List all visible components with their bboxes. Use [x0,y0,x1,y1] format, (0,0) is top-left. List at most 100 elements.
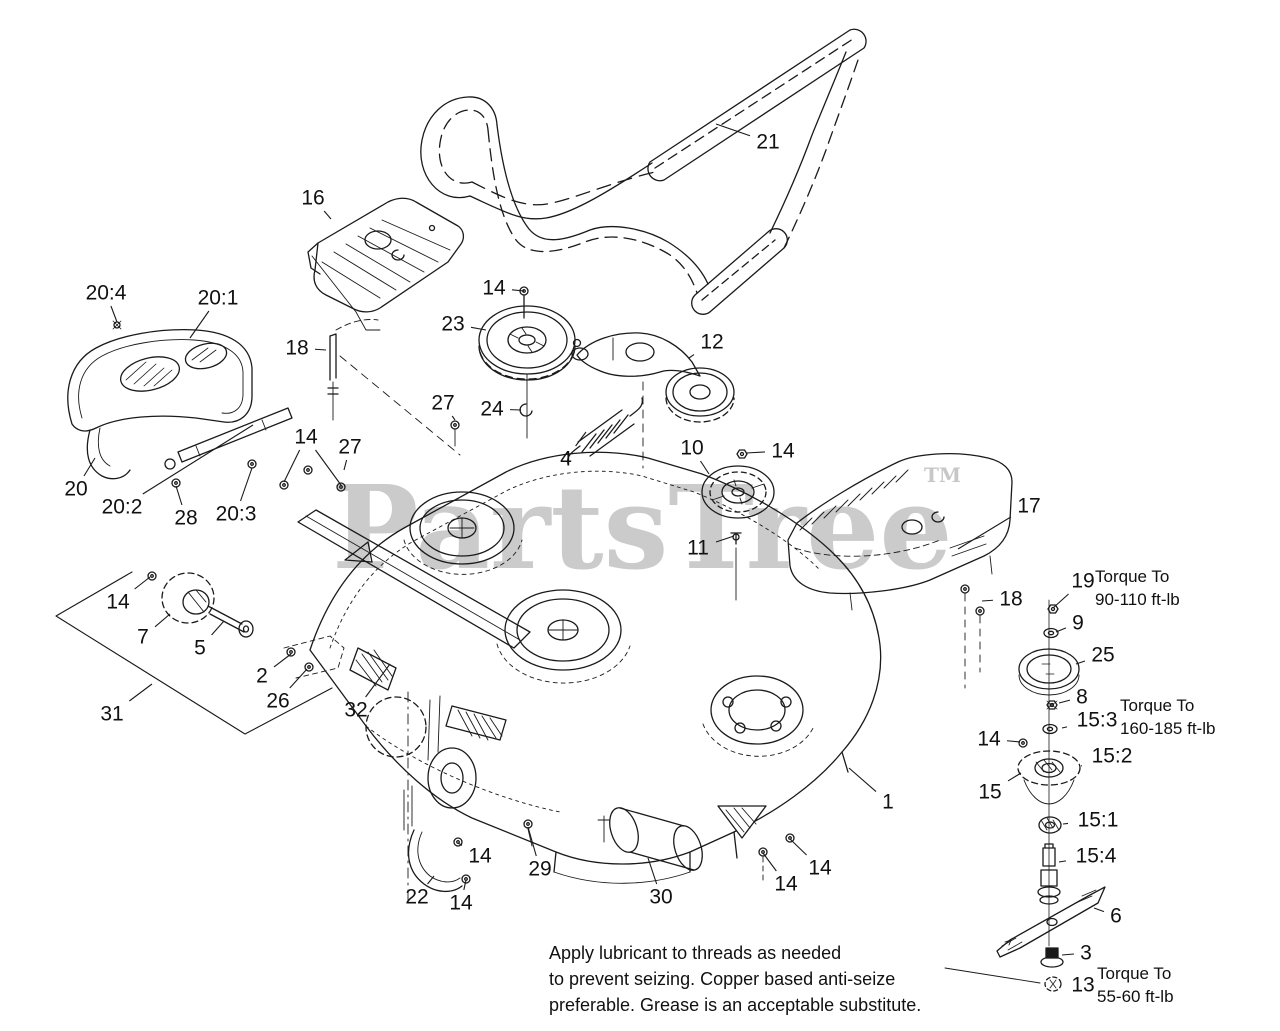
bracket-2-26 [283,635,345,679]
leader-line-15-3-30 [1061,726,1068,729]
leader-line-6-47 [1093,907,1105,913]
leader-line-23-5 [470,326,487,331]
leader-line-28-18 [175,485,183,506]
callout-label-13-49: 13 [1071,973,1095,997]
callout-label-20-2-17: 20:2 [101,495,143,519]
callout-label-14-32: 14 [977,727,1001,751]
callout-label-15-1-38: 15:1 [1077,808,1119,832]
leader-line-7-26 [154,613,171,628]
leader-line-14-42 [463,879,467,891]
callout-label-3-48: 3 [1080,941,1092,965]
discharge-cover-17 [787,452,1013,689]
callout-label-28-18: 28 [174,506,198,530]
leader-line-20-3-19 [240,467,253,502]
leader-line-12-7 [688,354,695,359]
leader-line-8-28 [1058,699,1071,704]
leader-line-29-43 [527,826,537,857]
leader-line-15-1-38 [1062,822,1069,825]
leader-line-15-4-39 [1058,860,1067,863]
callout-label-31-35: 31 [100,702,124,726]
callout-label-24-9: 24 [480,397,504,421]
leader-line-20-16 [83,457,96,477]
callout-label-15-4-39: 15:4 [1075,844,1117,868]
torque-note-90-110: Torque To 90-110 ft-lb [1095,567,1180,609]
callout-label-14-42: 14 [449,891,473,915]
callout-label-14-10: 14 [294,425,318,449]
callout-label-15-2-33: 15:2 [1091,744,1133,768]
callout-label-14-25: 14 [106,590,130,614]
leader-line-10-13 [700,460,710,475]
callout-label-14-46: 14 [808,856,832,880]
callout-label-21-0: 21 [756,130,780,154]
leader-line-17-15 [957,516,1012,550]
leader-line-25-24 [1075,660,1086,665]
leader-line-14-25 [134,576,151,590]
callout-label-25-24: 25 [1091,643,1115,667]
leader-line-16-1 [323,210,332,220]
leader-line-27-11 [343,459,348,471]
leader-line-14-4 [511,289,525,292]
belt-guard-20 [67,320,293,488]
leader-line-14-40 [457,842,463,846]
lubricant-note: Apply lubricant to threads as needed to … [549,943,922,1015]
mower-deck-1 [279,420,882,906]
callout-label-14-40: 14 [468,844,492,868]
group-lines-31 [55,571,333,735]
leader-line-26-31 [289,668,308,689]
callout-label-20-1-3: 20:1 [197,286,239,310]
callout-label-8-28: 8 [1076,685,1088,709]
leader-line-21-0 [715,123,751,137]
leader-line-31-35 [129,683,153,702]
leader-line-15-36 [1007,772,1022,782]
leader-line-18-22 [981,599,994,602]
callout-label-2-29: 2 [256,664,268,688]
leader-line-19-21 [1052,593,1069,609]
callout-label-19-21: 19 [1071,569,1095,593]
belt-cover-16 [307,197,465,331]
callout-label-20-4-2: 20:4 [85,281,127,305]
leader-line-20-1-3 [189,310,210,339]
deck-belt [420,28,867,315]
leader-line-2-29 [273,653,292,668]
callout-label-12-7: 12 [700,330,724,354]
leader-line-4-12 [575,431,587,447]
callout-label-32-34: 32 [344,698,368,722]
leader-line-20-4-2 [110,305,118,323]
leader-line-1-37 [848,767,877,792]
leader-line-14-10 [315,449,342,486]
hanger-rod-18 [327,319,461,456]
leader-line-22-41 [427,875,435,885]
callout-label-18-22: 18 [999,587,1023,611]
torque-note-55-60: Torque To 55-60 ft-lb [1097,964,1174,1006]
callout-label-1-37: 1 [882,790,894,814]
callout-label-14-4: 14 [482,276,506,300]
leader-line-14-10 [283,449,301,483]
callout-label-10-13: 10 [680,436,704,460]
callout-label-11-20: 11 [687,536,709,560]
callout-label-18-6: 18 [285,336,309,360]
leader-line-3-48 [1061,953,1075,956]
callout-label-22-41: 22 [405,885,429,909]
callout-label-9-23: 9 [1072,611,1084,635]
callout-label-6-47: 6 [1110,904,1122,928]
spindle-stack [944,599,1106,992]
leader-line-14-45 [762,852,777,872]
callout-label-30-44: 30 [649,885,673,909]
callout-label-7-26: 7 [137,625,149,649]
callout-label-4-12: 4 [560,447,572,471]
tension-arm-12 [571,332,735,469]
callout-label-15-3-30: 15:3 [1076,708,1118,732]
callout-label-29-43: 29 [528,857,552,881]
idler-pulley-23 [478,286,576,439]
leader-line-9-23 [1055,627,1067,633]
leader-line-14-14 [745,451,766,454]
callout-label-5-27: 5 [194,636,206,660]
leader-line-20-2-17 [142,424,254,495]
callout-label-14-45: 14 [774,872,798,896]
leader-line-27-8 [451,415,456,421]
watermark: PartsTree TM [332,461,961,596]
callout-label-20-3-19: 20:3 [215,502,257,526]
callout-label-14-14: 14 [771,439,795,463]
callout-label-23-5: 23 [441,312,465,336]
